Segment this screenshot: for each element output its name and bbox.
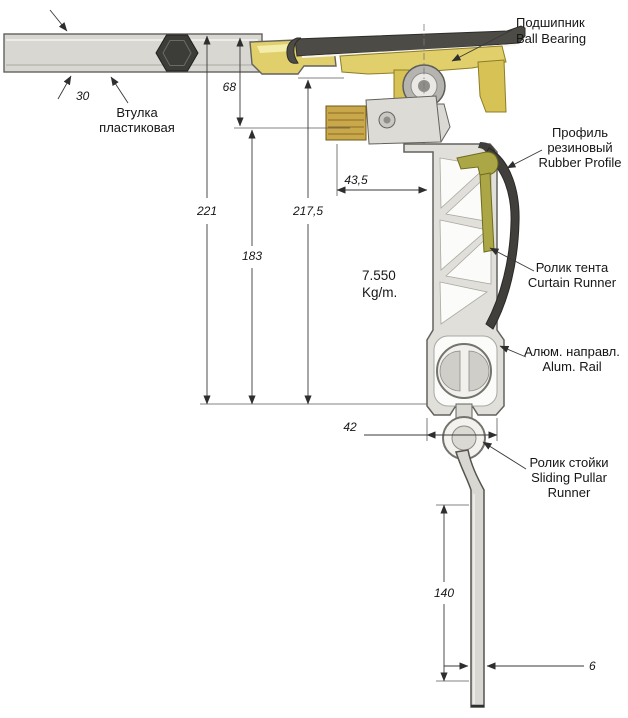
leader-bushing [110,76,129,104]
leader-alum-rail [499,345,527,358]
bearing-plate [339,45,507,75]
callout-rubber-ru2: резиновый [547,140,612,155]
curtain-runner [456,151,499,253]
bracket-bolt-center [383,116,391,124]
callout-pillar-en1: Sliding Pullar [531,470,608,485]
dim-42-label: 42 [343,420,357,434]
beam [3,33,263,73]
top-cap [294,25,526,57]
top-cap-left-hook [286,37,302,64]
callout-rail-en: Alum. Rail [542,359,601,374]
leader-pillar-runner [482,441,527,470]
callout-curtain-en: Curtain Runner [528,275,617,290]
callout-pillar-ru: Ролик стойки [530,455,609,470]
profile-web-cutouts [439,157,492,325]
leader-curtain-runner [489,247,535,272]
dim-68-label: 68 [223,80,237,94]
gold-arm-highlight [257,44,294,53]
leader-rubber-profile [506,149,543,169]
dim-30-arrow-bottom [57,75,72,100]
leader-bearing [451,29,513,62]
callout-pillar-en2: Runner [548,485,591,500]
sliding-pillar [455,449,485,708]
callout-bushing-ru1: Втулка [116,105,158,120]
callout-bearing-en: Ball Bearing [516,31,586,46]
callout-rubber-ru1: Профиль [552,125,608,140]
vertical-profile [403,143,505,416]
callout-curtain-ru: Ролик тента [536,260,609,275]
dim-2175-label: 217,5 [292,204,323,218]
bracket-plate [365,95,442,145]
callout-rail-ru: Алюм. направл. [524,344,620,359]
top-assembly [249,24,526,148]
dim-183-label: 183 [242,249,262,263]
rubber-profile-strip [483,147,520,330]
bushing-block [325,105,367,141]
callout-bearing-ru: Подшипник [516,15,585,30]
weight-value: 7.550 [362,268,396,283]
callout-bushing-ru2: пластиковая [99,120,175,135]
rail-roller-right-half [468,350,490,392]
callout-rubber-en: Rubber Profile [538,155,621,170]
rail-roller-left-half [439,350,461,392]
dimensions: 30 68 221 217,5 183 43,5 7.550 Kg/m. 42 [49,9,596,682]
dim-140-label: 140 [434,586,454,600]
dim-221-label: 221 [196,204,217,218]
dim-30-arrow-top [49,9,68,32]
dim-435-label: 43,5 [344,173,368,187]
weight-unit: Kg/m. [362,285,397,300]
bushing-threads [328,112,364,135]
dim-30-label: 30 [76,89,90,103]
hex-bolt [155,34,199,72]
callouts: Подшипник Ball Bearing Втулка пластикова… [99,15,621,500]
dim-6-label: 6 [589,659,596,673]
sliding-pillar-body [455,449,485,708]
gold-block-right [477,59,507,113]
pillar-runner-hub [451,425,477,451]
hex-bolt-inner [162,40,192,66]
